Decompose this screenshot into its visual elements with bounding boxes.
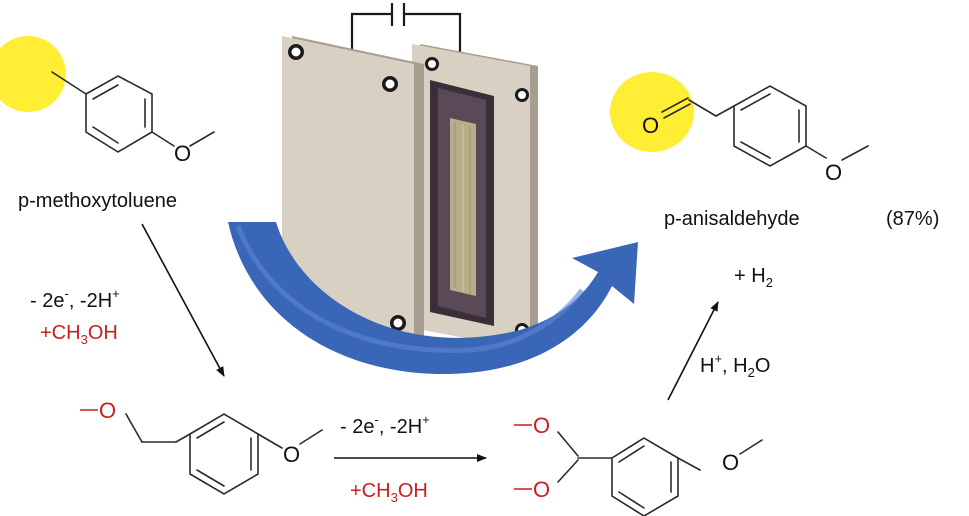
step3: H+, H2O — [667, 301, 770, 401]
methyl-highlight — [0, 36, 66, 112]
electrode-stack — [430, 80, 494, 326]
reactant-name: p-methoxytoluene — [18, 190, 177, 212]
intermediate-ether: O O — [80, 398, 323, 495]
product-name: p-anisaldehyde — [664, 208, 800, 230]
electrochemical-cell — [282, 3, 538, 350]
front-plate — [282, 36, 424, 340]
step2-electron-proton: - 2e-, -2H+ — [340, 412, 430, 438]
product-molecule: O O p-anisaldehyde (87%) + H2 — [610, 72, 939, 290]
aldehyde-highlight — [610, 72, 694, 152]
acetal-oxygen-bottom: O — [533, 477, 550, 502]
ether-oxygen: O — [99, 398, 116, 423]
step2-reagent: +CH3OH — [350, 480, 428, 505]
step2: - 2e-, -2H+ +CH3OH — [334, 412, 487, 505]
ether-methoxy-oxygen: O — [283, 442, 300, 467]
step1-reagent: +CH3OH — [40, 322, 118, 347]
product-oxygen: O — [825, 160, 842, 185]
curved-process-arrow — [228, 222, 638, 375]
reactant-molecule: O p-methoxytoluene — [0, 36, 215, 212]
step1-electron-proton: - 2e-, -2H+ — [30, 286, 120, 312]
step1: - 2e-, -2H+ +CH3OH — [30, 223, 225, 377]
intermediate-acetal: O O O — [514, 413, 763, 516]
hydrogen-byproduct: + H2 — [734, 265, 773, 290]
aldehyde-oxygen: O — [642, 113, 659, 138]
step3-arrow — [667, 301, 719, 401]
acetal-methoxy-oxygen: O — [722, 450, 739, 475]
step3-conditions: H+, H2O — [700, 351, 770, 380]
oxygen-atom: O — [174, 141, 191, 166]
product-yield: (87%) — [886, 208, 939, 230]
acetal-oxygen-top: O — [533, 413, 550, 438]
step1-arrow — [141, 223, 225, 377]
